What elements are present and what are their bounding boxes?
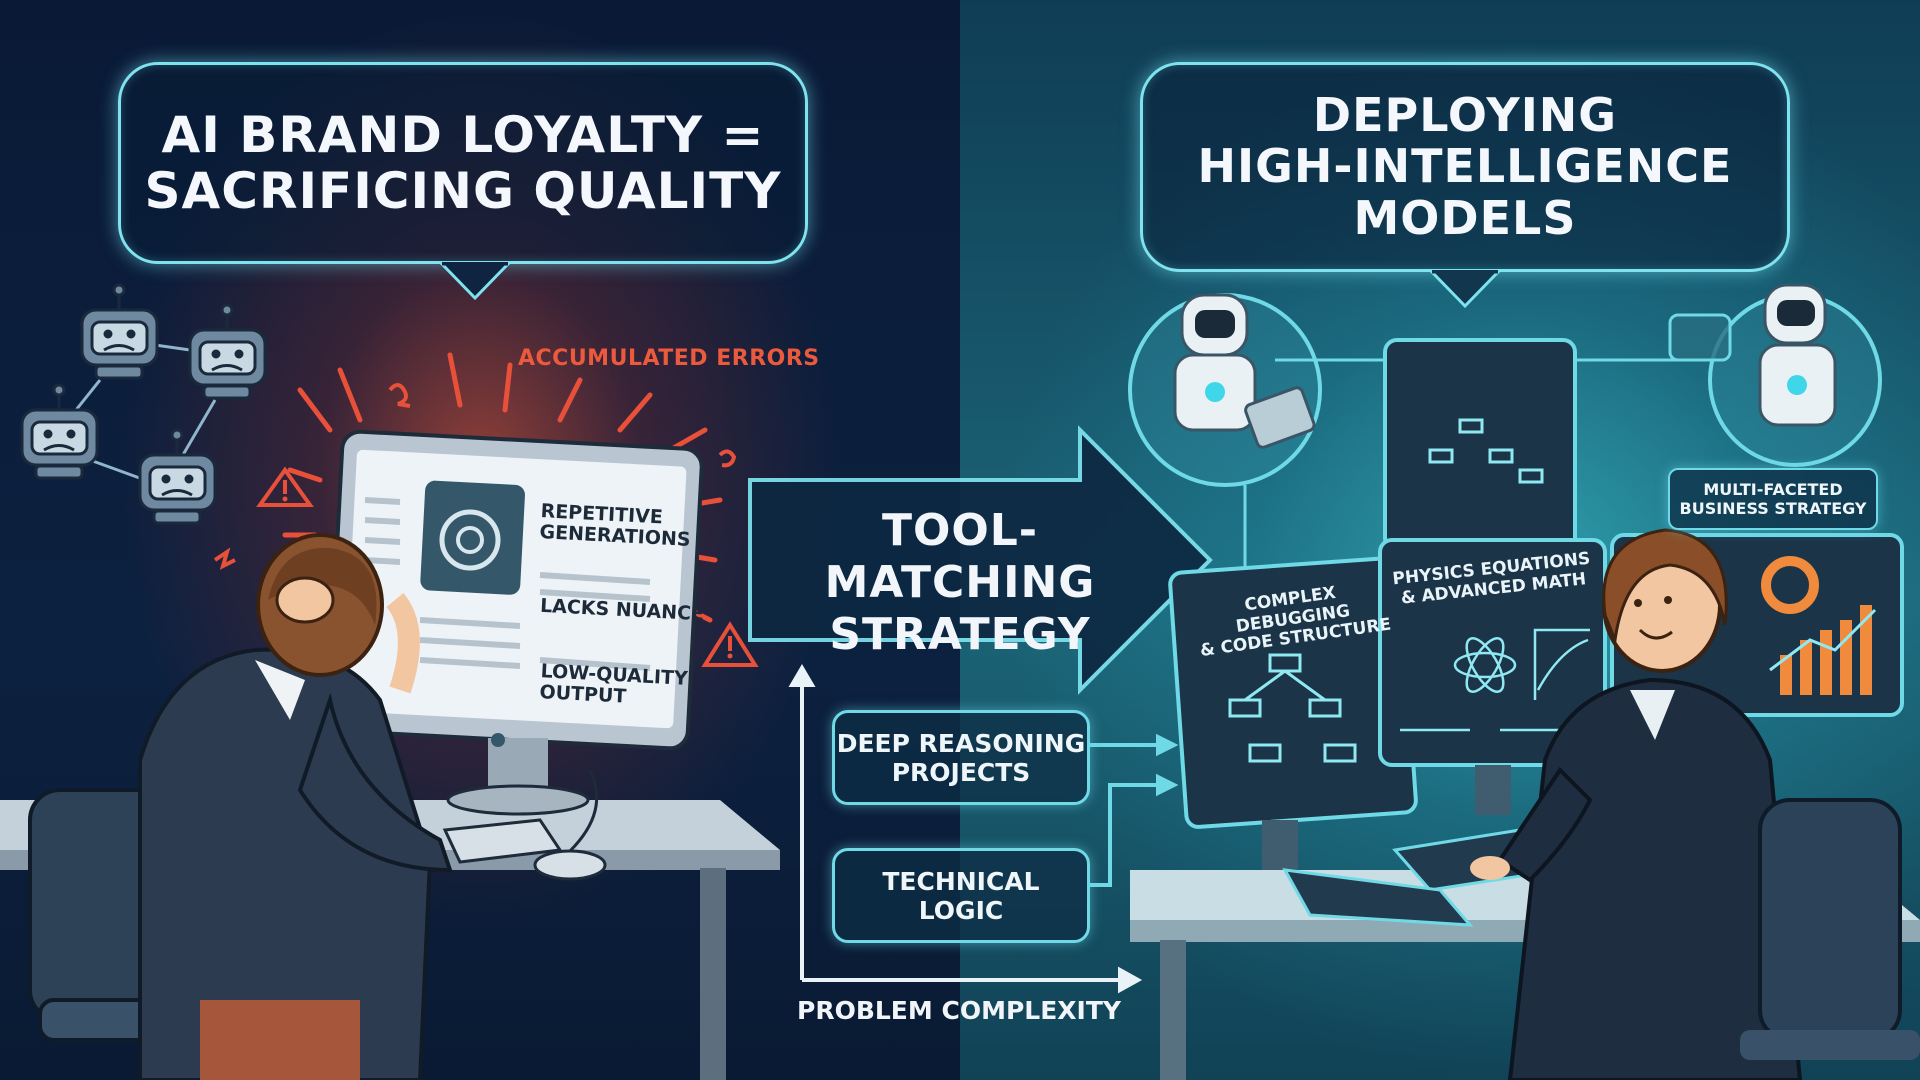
- left-bubble-line-2: SACRIFICING QUALITY: [144, 162, 782, 220]
- left-bubble-line-1: AI BRAND LOYALTY =: [161, 106, 765, 164]
- connector-arrows: [1090, 733, 1179, 887]
- deep-reasoning-line-2: PROJECTS: [891, 757, 1031, 787]
- complexity-axes: [788, 664, 1143, 994]
- right-bubble-tail: [1430, 270, 1500, 309]
- tool-matching-arrow: [748, 425, 1213, 695]
- sad-robot-3: [20, 383, 99, 480]
- tool-matching-line-2: STRATEGY: [829, 608, 1091, 660]
- screen-item-repetitive: REPETITIVE GENERATIONS: [539, 500, 692, 551]
- robot-presenting: [1668, 283, 1882, 467]
- left-speech-bubble: AI BRAND LOYALTY = SACRIFICING QUALITY: [118, 62, 808, 264]
- tool-matching-line-1: TOOL-MATCHING: [824, 505, 1096, 608]
- technical-logic-box: TECHNICAL LOGIC: [832, 848, 1090, 943]
- accumulated-errors-label: ACCUMULATED ERRORS: [518, 346, 820, 371]
- right-bubble-line-2: HIGH-INTELLIGENCE: [1197, 139, 1733, 194]
- deep-reasoning-line-1: DEEP REASONING: [836, 728, 1086, 758]
- right-bubble-line-1: DEPLOYING: [1312, 87, 1618, 142]
- sad-robot-1: [80, 283, 159, 380]
- error-burst-lines: [282, 352, 723, 623]
- business-line-2: BUSINESS STRATEGY: [1679, 499, 1867, 518]
- sad-robot-4: [138, 428, 217, 525]
- technical-logic-line-2: LOGIC: [918, 895, 1004, 925]
- robot-with-tablet: [1128, 293, 1322, 487]
- business-strategy-caption: MULTI-FACETED BUSINESS STRATEGY: [1668, 468, 1878, 530]
- business-line-1: MULTI-FACETED: [1703, 480, 1843, 499]
- technical-logic-line-1: TECHNICAL: [882, 866, 1040, 896]
- right-speech-bubble: DEPLOYING HIGH-INTELLIGENCE MODELS: [1140, 62, 1790, 272]
- monitor-physics: [1378, 538, 1607, 815]
- tool-matching-strategy-label: TOOL-MATCHING STRATEGY: [760, 505, 1160, 661]
- error-squiggles: [213, 383, 737, 570]
- left-keyboard: [442, 770, 607, 881]
- left-bubble-tail: [440, 262, 510, 301]
- sad-robot-faces: [43, 329, 244, 497]
- sad-robot-2: [188, 303, 267, 400]
- happy-person: [1470, 528, 1803, 1080]
- deep-reasoning-box: DEEP REASONING PROJECTS: [832, 710, 1090, 805]
- screen-item-low-quality: LOW-QUALITY OUTPUT: [539, 660, 688, 710]
- right-bubble-line-3: MODELS: [1353, 190, 1577, 245]
- stressed-person: [138, 533, 453, 1080]
- warning-icon: [256, 466, 759, 667]
- robot-connectors: [1243, 358, 1700, 570]
- problem-complexity-label: PROBLEM COMPLEXITY: [797, 996, 1122, 1025]
- right-chair: [1740, 798, 1920, 1060]
